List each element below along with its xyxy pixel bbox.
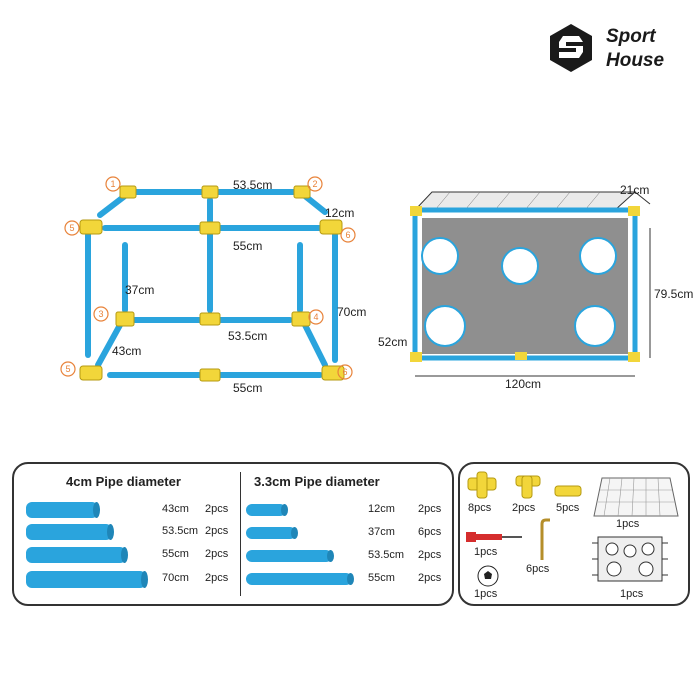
dim-depth: 21cm [620,183,649,197]
dim-short: 12cm [325,206,354,220]
pipe-4cm-55-length: 55cm [162,548,189,560]
dim-side: 70cm [337,305,366,319]
connector-number-3: 3 [98,309,103,319]
elbow-connector-icon [515,475,541,499]
dim-height: 79.5cm [654,287,693,301]
pipe-4cm-43 [26,502,100,518]
divider [240,472,241,596]
net-icon [593,477,679,517]
brand-logo: Sport House [546,22,696,74]
pipe-4cm-53-length: 53.5cm [162,525,199,537]
dim-vertical: 37cm [125,283,154,297]
dim-corner: 43cm [112,344,141,358]
pipe-4cm-70 [26,571,148,588]
pipe-33cm-12-qty: 2pcs [418,503,442,515]
pipe-4cm-55 [26,547,128,563]
pipe-4cm-70-qty: 2pcs [205,572,229,584]
pipe-33cm-37-length: 37cm [368,526,395,538]
assembled-goal-diagram: 21cm 79.5cm 52cm 120cm [378,183,693,391]
pipe-33cm-53 [246,550,334,562]
pipe-33cm-37-qty: 6pcs [418,526,442,538]
pipe-4cm-55-qty: 2pcs [205,548,229,560]
stake-qty: 6pcs [526,563,550,575]
brand-line2: House [606,50,665,71]
target-sheet-qty: 1pcs [620,588,644,600]
straight-connector-icon [554,485,582,497]
stake-icon [540,518,550,560]
dim-width: 120cm [505,377,541,391]
sport-house-logo-icon [550,24,592,72]
pipe-4cm-43-length: 43cm [162,503,189,515]
target-sheet-icon [592,536,668,582]
brand-line1: Sport [606,26,656,47]
tee-connector-icon [467,471,497,499]
connector-number-6b: 6 [342,367,347,377]
pipe-33cm-53-length: 53.5cm [368,549,405,561]
connector-number-4: 4 [313,312,318,322]
dim-top: 53.5cm [233,178,272,192]
pump-icon [466,532,522,542]
pump-qty: 1pcs [474,546,498,558]
connector-number-5: 5 [69,223,74,233]
connector-number-1: 1 [110,179,115,189]
pipe-33cm-53-qty: 2pcs [418,549,442,561]
elbow-connector-qty: 2pcs [512,502,536,514]
pipe-33cm-12-length: 12cm [368,503,395,515]
connector-number-2: 2 [312,179,317,189]
pipes-33cm-title: 3.3cm Pipe diameter [254,474,380,489]
dim-upper-mid: 55cm [233,239,262,253]
connector-number-5b: 5 [65,364,70,374]
pipe-33cm-55-length: 55cm [368,572,395,584]
dim-bottom: 55cm [233,381,262,395]
pipe-4cm-53 [26,524,114,540]
pipe-4cm-70-length: 70cm [162,572,189,584]
pipe-33cm-37 [246,527,298,539]
dim-lower-mid: 53.5cm [228,329,267,343]
pipe-33cm-55-qty: 2pcs [418,572,442,584]
pipe-33cm-12 [246,504,288,516]
ball-icon [477,565,499,587]
pipe-4cm-43-qty: 2pcs [205,503,229,515]
pipe-33cm-55 [246,573,354,585]
tee-connector-qty: 8pcs [468,502,492,514]
pipes-4cm-title: 4cm Pipe diameter [66,474,181,489]
pipe-4cm-53-qty: 2pcs [205,525,229,537]
straight-connector-qty: 5pcs [556,502,580,514]
ball-qty: 1pcs [474,588,498,600]
net-qty: 1pcs [616,518,640,530]
dim-side-depth: 52cm [378,335,407,349]
frame-assembly-diagram: 1 2 3 4 5 6 5 6 53.5cm 12cm 55cm 37cm 70… [60,176,366,395]
connector-number-6: 6 [345,230,350,240]
